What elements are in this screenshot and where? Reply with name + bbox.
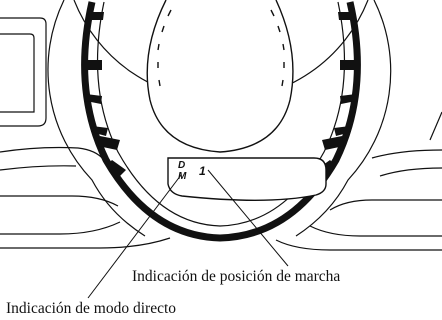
center-display-window: [146, 0, 294, 153]
gauge-major-ticks-left: [84, 12, 126, 176]
mode-letter-m: M: [178, 171, 187, 182]
leader-line-direct-mode: [87, 174, 182, 299]
center-minor-ticks: [157, 9, 285, 87]
gauge-major-ticks-right: [316, 12, 358, 176]
gauge-thick-rim: [81, 1, 361, 242]
dashboard-right-trim: [275, 111, 442, 251]
gear-digit: 1: [199, 164, 206, 178]
label-gear-position: Indicación de posición de marcha: [132, 268, 340, 285]
dashboard-left-trim: [0, 17, 171, 249]
info-display-panel: [167, 157, 327, 201]
label-direct-mode: Indicación de modo directo: [6, 300, 176, 317]
mode-letter-d: D: [178, 160, 185, 171]
leader-line-gear-position: [207, 169, 289, 267]
gauge-inner-ring: [96, 1, 346, 227]
